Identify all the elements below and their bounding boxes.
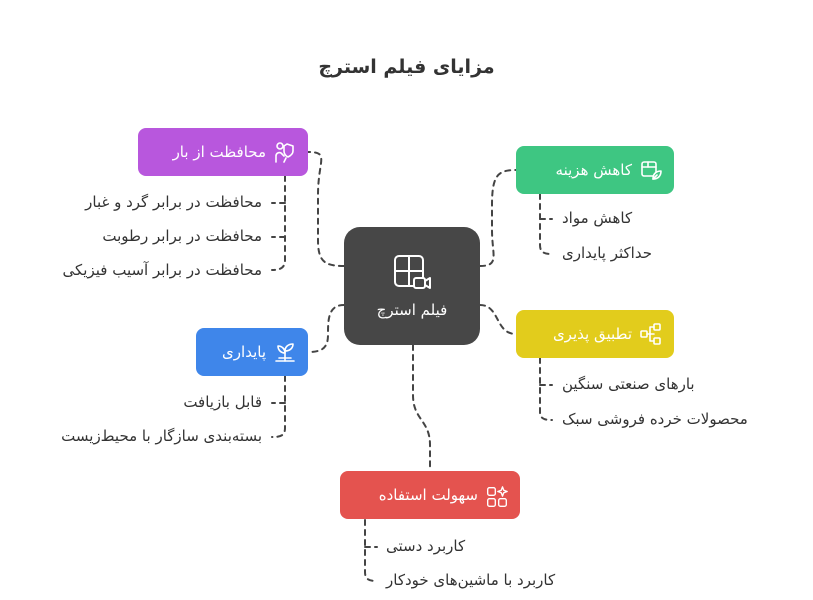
connector-ease-leaves bbox=[364, 519, 378, 582]
share-network-icon bbox=[640, 323, 662, 345]
leaf-stability-1: قابل بازیافت bbox=[183, 393, 262, 411]
node-protection-label: محافظت از بار bbox=[172, 143, 266, 161]
leaf-cost-1: کاهش مواد bbox=[562, 209, 633, 227]
shield-hand-icon bbox=[274, 141, 296, 163]
node-ease: سهولت استفاده bbox=[340, 471, 520, 519]
node-protection: محافظت از بار bbox=[138, 128, 308, 176]
leaf-applicability-1: بارهای صنعتی سنگین bbox=[562, 375, 695, 393]
node-applicability-label: تطبیق پذیری bbox=[552, 325, 632, 343]
center-node: فیلم استرچ bbox=[344, 227, 480, 345]
node-ease-label: سهولت استفاده bbox=[378, 486, 478, 504]
connector-stability-leaves bbox=[271, 375, 286, 438]
apps-sparkle-icon bbox=[486, 484, 508, 507]
connector-center-cost bbox=[479, 169, 517, 267]
node-cost: کاهش هزینه bbox=[516, 146, 674, 194]
node-cost-label: کاهش هزینه bbox=[555, 161, 632, 179]
leaf-stability-2: بسته‌بندی سازگار با محیط‌زیست bbox=[61, 427, 262, 445]
leaf-applicability-2: محصولات خرده فروشی سبک bbox=[562, 410, 748, 428]
connector-applicability-leaves bbox=[539, 357, 553, 421]
connector-center-ease bbox=[412, 344, 431, 471]
leaf-ease-2: کاربرد با ماشین‌های خودکار bbox=[386, 571, 556, 589]
leaf-protection-3: محافظت در برابر آسیب فیزیکی bbox=[62, 261, 262, 279]
box-leaf-icon bbox=[640, 159, 662, 181]
node-stability: پایداری bbox=[196, 328, 308, 376]
leaf-protection-1: محافظت در برابر گرد و غبار bbox=[85, 193, 262, 211]
connector-center-applicability bbox=[479, 304, 517, 335]
node-applicability: تطبیق پذیری bbox=[516, 310, 674, 358]
plant-icon bbox=[274, 341, 296, 363]
leaf-ease-1: کاربرد دستی bbox=[386, 537, 466, 555]
connector-center-protection bbox=[307, 151, 345, 267]
center-label: فیلم استرچ bbox=[376, 301, 448, 319]
film-camera-icon bbox=[392, 253, 432, 293]
connector-protection-leaves bbox=[271, 175, 286, 271]
diagram-title: مزایای فیلم استرچ bbox=[318, 56, 495, 78]
connector-cost-leaves bbox=[539, 193, 553, 255]
leaf-protection-2: محافظت در برابر رطوبت bbox=[102, 227, 262, 245]
node-stability-label: پایداری bbox=[222, 343, 266, 361]
leaf-cost-2: حداکثر پایداری bbox=[562, 244, 652, 262]
connector-center-stability bbox=[307, 304, 345, 353]
